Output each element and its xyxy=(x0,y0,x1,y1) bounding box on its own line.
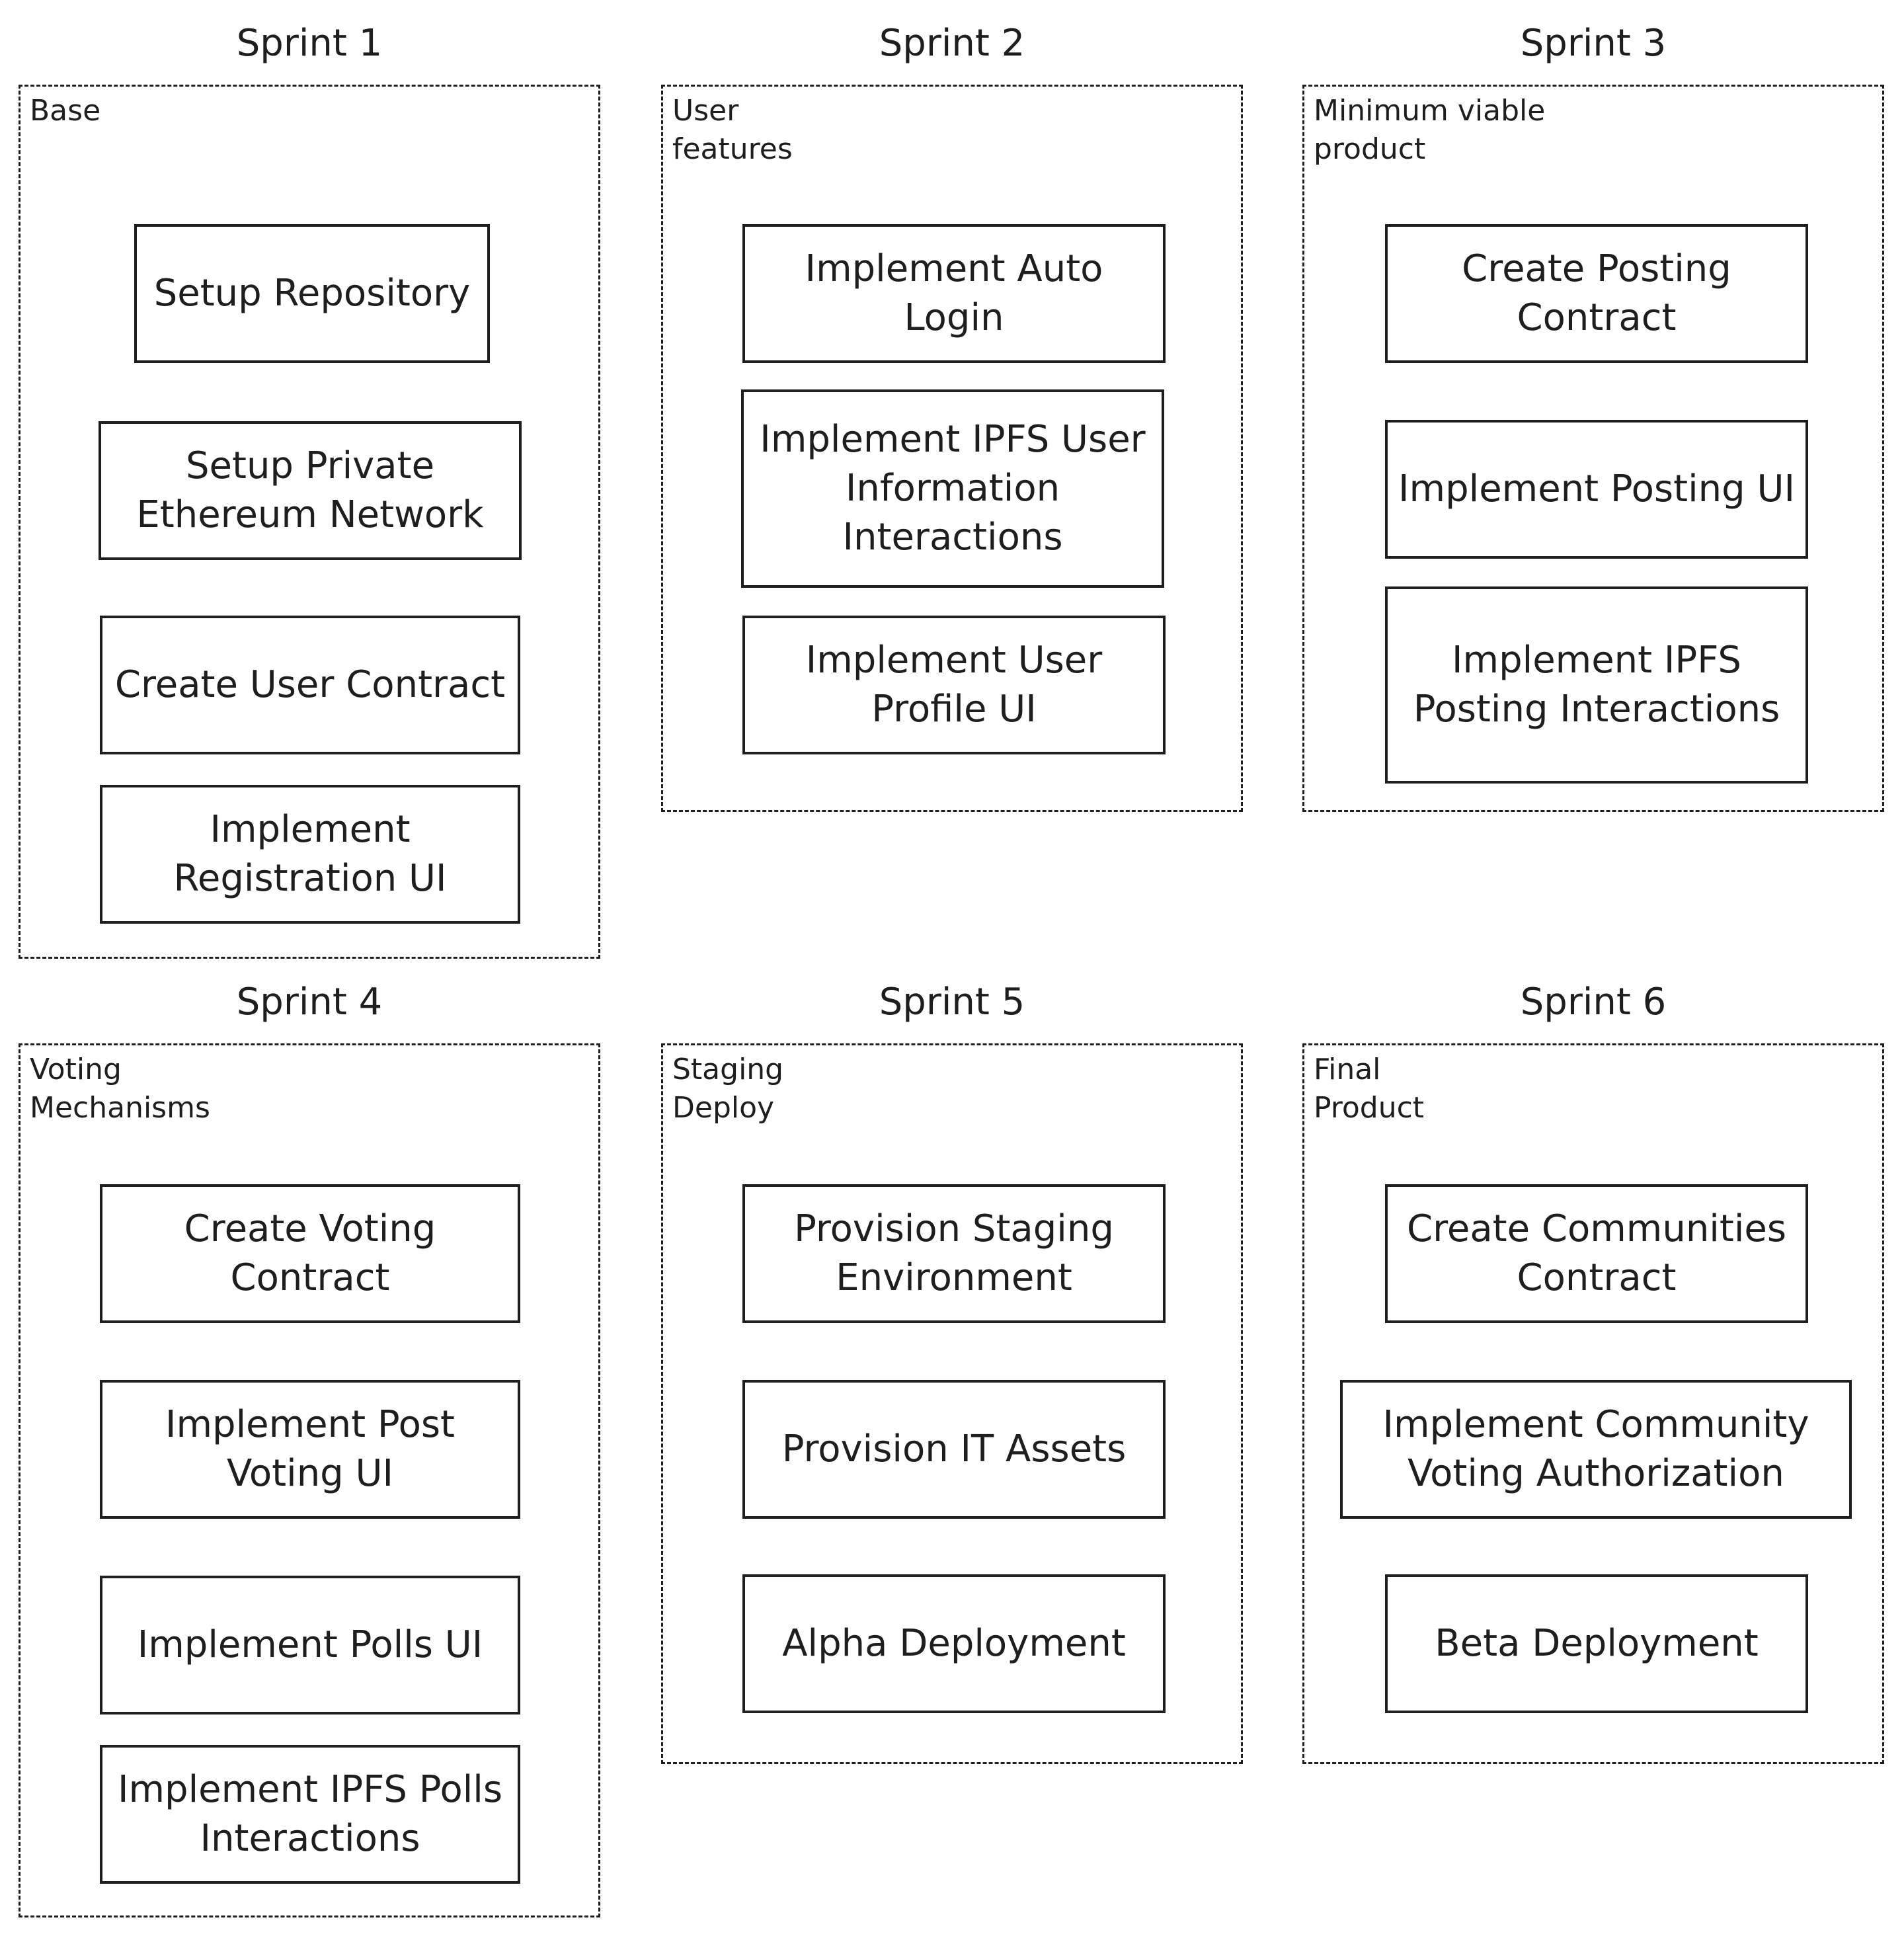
task-card: Setup Repository xyxy=(134,224,490,363)
task-card: Setup Private Ethereum Network xyxy=(99,421,522,560)
task-label: Implement User Profile UI xyxy=(805,639,1103,731)
frame-label: Staging Deploy xyxy=(672,1053,784,1125)
sprint-title: Sprint 2 xyxy=(879,22,1025,65)
task-card: Alpha Deployment xyxy=(742,1574,1166,1713)
task-label: Alpha Deployment xyxy=(782,1622,1126,1665)
task-label: Implement IPFS Polls Interactions xyxy=(117,1768,503,1860)
sprint-frame: Minimum viable product Create Posting Co… xyxy=(1302,85,1884,812)
task-card: Implement IPFS Polls Interactions xyxy=(100,1745,520,1884)
sprint-title: Sprint 3 xyxy=(1520,22,1667,65)
task-card: Implement IPFS User Information Interact… xyxy=(741,389,1164,588)
task-card: Implement Auto Login xyxy=(742,224,1166,363)
sprint-frame: Voting Mechanisms Create Voting Contract… xyxy=(19,1043,600,1917)
task-label: Setup Private Ethereum Network xyxy=(136,444,484,536)
sprint-frame: Base Setup Repository Setup Private Ethe… xyxy=(19,85,600,959)
task-card: Implement User Profile UI xyxy=(742,616,1166,754)
task-label: Implement Registration UI xyxy=(173,808,447,900)
task-card: Implement Post Voting UI xyxy=(100,1380,520,1519)
frame-label: Final Product xyxy=(1314,1053,1425,1125)
task-label: Implement IPFS User Information Interact… xyxy=(760,418,1146,559)
task-label: Implement Community Voting Authorization xyxy=(1382,1403,1809,1495)
task-card: Create Posting Contract xyxy=(1385,224,1808,363)
sprint-title: Sprint 1 xyxy=(236,22,383,65)
task-card: Provision IT Assets xyxy=(742,1380,1166,1519)
sprint-title: Sprint 6 xyxy=(1520,981,1667,1024)
sprint-frame: User features Implement Auto Login Imple… xyxy=(661,85,1243,812)
frame-label: Minimum viable product xyxy=(1314,94,1546,166)
sprint-title: Sprint 5 xyxy=(879,981,1025,1024)
task-card: Create User Contract xyxy=(100,616,520,754)
sprint-title: Sprint 4 xyxy=(236,981,383,1024)
task-label: Implement Polls UI xyxy=(137,1623,483,1666)
task-card: Implement Posting UI xyxy=(1385,420,1808,559)
frame-label: Base xyxy=(30,94,101,128)
sprint-frame: Staging Deploy Provision Staging Environ… xyxy=(661,1043,1243,1764)
task-label: Implement Post Voting UI xyxy=(165,1403,456,1495)
task-label: Beta Deployment xyxy=(1435,1622,1759,1665)
task-card: Implement Community Voting Authorization xyxy=(1340,1380,1852,1519)
task-card: Implement IPFS Posting Interactions xyxy=(1385,586,1808,784)
task-card: Create Communities Contract xyxy=(1385,1184,1808,1323)
task-label: Create User Contract xyxy=(114,663,506,706)
frame-label: Voting Mechanisms xyxy=(30,1053,210,1125)
task-card: Create Voting Contract xyxy=(100,1184,520,1323)
task-label: Create Posting Contract xyxy=(1462,247,1731,339)
frame-label: User features xyxy=(672,94,793,166)
task-card: Implement Polls UI xyxy=(100,1576,520,1714)
task-card: Provision Staging Environment xyxy=(742,1184,1166,1323)
task-card: Implement Registration UI xyxy=(100,785,520,924)
task-label: Setup Repository xyxy=(153,272,471,315)
task-label: Provision IT Assets xyxy=(781,1428,1127,1471)
task-label: Implement IPFS Posting Interactions xyxy=(1413,639,1780,731)
task-label: Create Communities Contract xyxy=(1406,1207,1787,1299)
task-card: Beta Deployment xyxy=(1385,1574,1808,1713)
task-label: Provision Staging Environment xyxy=(794,1207,1114,1299)
task-label: Create Voting Contract xyxy=(184,1207,436,1299)
task-label: Implement Posting UI xyxy=(1398,467,1795,510)
sprint-frame: Final Product Create Communities Contrac… xyxy=(1302,1043,1884,1764)
task-label: Implement Auto Login xyxy=(805,247,1103,339)
